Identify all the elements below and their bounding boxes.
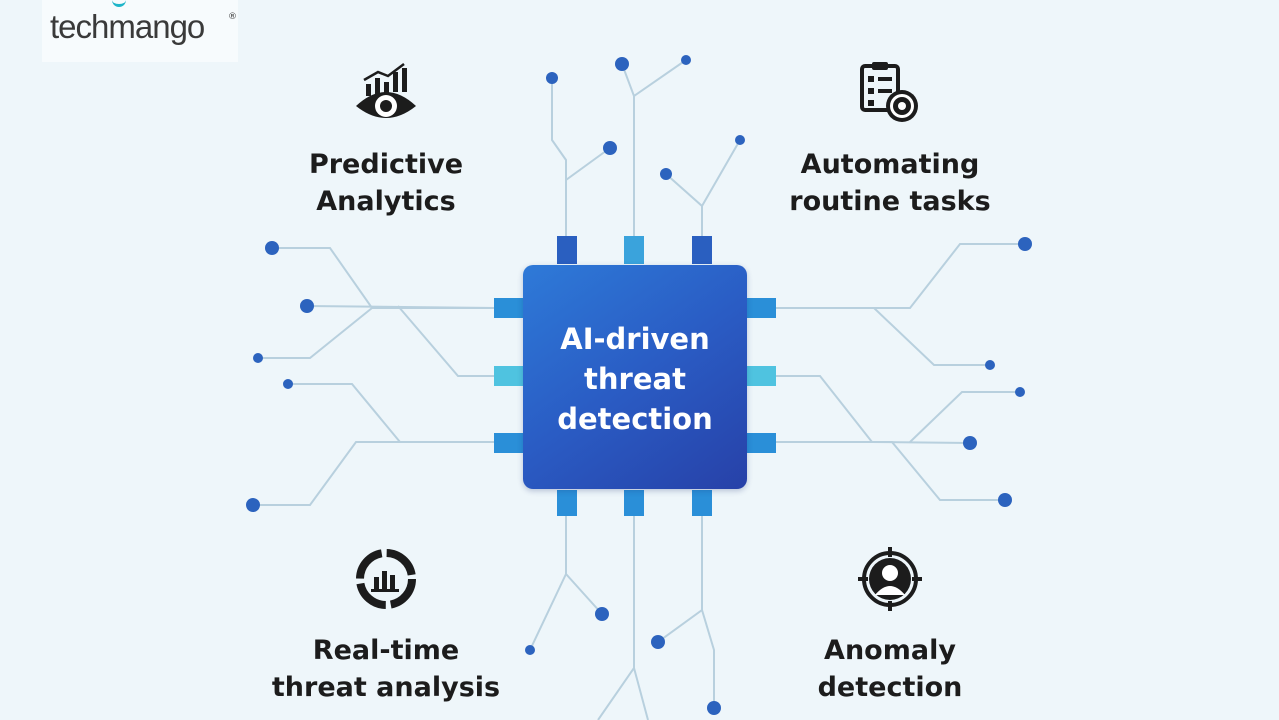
feature-label-automating-routine-tasks: Automating routine tasks bbox=[789, 149, 991, 217]
eye-analytics-icon bbox=[356, 63, 416, 118]
chip-pin bbox=[746, 366, 776, 386]
trace-node bbox=[595, 607, 609, 621]
trace bbox=[774, 375, 971, 444]
trace bbox=[701, 609, 715, 708]
trace-node bbox=[998, 493, 1012, 507]
chip-pin bbox=[692, 236, 712, 264]
trace-node bbox=[246, 498, 260, 512]
trace-node bbox=[1015, 387, 1025, 397]
trace bbox=[565, 147, 611, 238]
trace bbox=[565, 516, 603, 615]
trace bbox=[551, 78, 567, 238]
trace-node bbox=[985, 360, 995, 370]
feature-label-anomaly-detection: Anomaly detection bbox=[817, 635, 963, 703]
trace bbox=[665, 173, 703, 238]
logo-accent-mark bbox=[112, 0, 126, 7]
trace bbox=[397, 305, 496, 377]
trace-node bbox=[265, 241, 279, 255]
chip-pin bbox=[557, 490, 577, 516]
logo-registered-mark: ® bbox=[228, 12, 237, 22]
chip-pin bbox=[692, 490, 712, 516]
chip-pin bbox=[494, 298, 524, 318]
feature-label-real-time-threat-analysis: Real-time threat analysis bbox=[271, 635, 501, 703]
trace-node bbox=[651, 635, 665, 649]
realtime-chart-icon bbox=[356, 549, 416, 609]
trace-node bbox=[735, 135, 745, 145]
trace bbox=[288, 383, 496, 443]
trace bbox=[258, 307, 373, 359]
chip-pin bbox=[494, 366, 524, 386]
chip-pin bbox=[624, 236, 644, 264]
central-chip: AI-driven threat detection bbox=[523, 265, 747, 489]
trace bbox=[306, 305, 497, 309]
trace-node bbox=[1018, 237, 1032, 251]
chip-pin bbox=[746, 433, 776, 453]
trace bbox=[529, 573, 567, 651]
chip-pin bbox=[746, 298, 776, 318]
person-target-icon bbox=[858, 547, 922, 611]
chip-label: AI-driven threat detection bbox=[557, 322, 713, 436]
chip-pin bbox=[494, 433, 524, 453]
techmango-logo: techmango ® bbox=[42, 0, 238, 62]
checklist-gear-icon bbox=[860, 62, 918, 122]
trace bbox=[774, 441, 1005, 501]
trace-node bbox=[681, 55, 691, 65]
trace-node bbox=[603, 141, 617, 155]
trace-node bbox=[546, 72, 558, 84]
trace-node bbox=[660, 168, 672, 180]
trace-node bbox=[525, 645, 535, 655]
trace bbox=[774, 243, 1025, 309]
chip-pin bbox=[624, 490, 644, 516]
trace bbox=[909, 391, 1020, 443]
chip-pin bbox=[557, 236, 577, 264]
trace bbox=[253, 441, 400, 506]
trace bbox=[873, 307, 990, 366]
trace-node bbox=[300, 299, 314, 313]
trace bbox=[633, 667, 649, 720]
trace-node bbox=[283, 379, 293, 389]
trace bbox=[701, 139, 741, 207]
logo-text: techmango bbox=[50, 8, 205, 45]
feature-label-predictive-analytics: Predictive Analytics bbox=[308, 149, 464, 217]
trace-node bbox=[963, 436, 977, 450]
trace bbox=[633, 59, 687, 97]
trace bbox=[272, 247, 496, 309]
trace bbox=[657, 516, 703, 643]
trace-node bbox=[253, 353, 263, 363]
trace-node bbox=[707, 701, 721, 715]
trace bbox=[621, 63, 635, 238]
trace-node bbox=[615, 57, 629, 71]
